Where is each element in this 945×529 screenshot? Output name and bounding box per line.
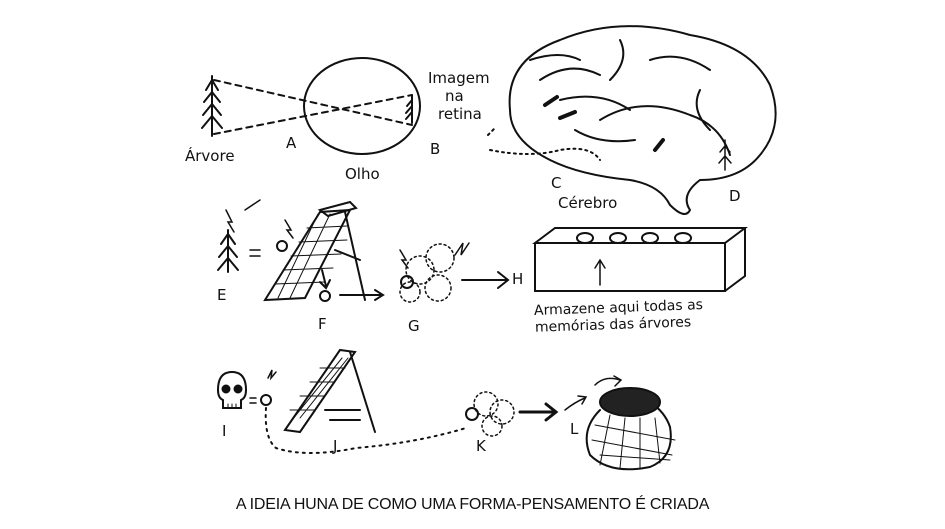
thought-seed-g: [400, 275, 414, 289]
cloud-g-sketch: [399, 243, 455, 303]
label-e: E: [217, 286, 227, 304]
label-b: B: [430, 140, 441, 158]
label-g: G: [408, 317, 420, 335]
spark-g: [399, 242, 470, 269]
cloud-k-sketch: [473, 391, 515, 437]
skull-i-sketch: [216, 370, 248, 409]
arrow-g-to-h: [461, 271, 510, 289]
dotted-path-i-to-k: [264, 407, 467, 454]
tree-e-sketch: [217, 199, 261, 273]
label-olho: Olho: [345, 165, 380, 183]
label-k: K: [476, 437, 486, 455]
label-a: A: [286, 134, 297, 152]
memory-box-h: [532, 227, 748, 292]
label-j: J: [333, 437, 338, 455]
basket-l-sketch: [585, 387, 676, 471]
label-c: C: [551, 174, 562, 192]
arrow-k-to-l: [518, 402, 559, 422]
spark-i: [267, 369, 277, 381]
retina-tree-icon: [405, 94, 413, 124]
label-imagem-line1: Imagem: [428, 69, 490, 87]
thought-seed-i: [260, 394, 272, 406]
optic-nerve-path: [487, 128, 601, 161]
tree-sketch: [201, 75, 223, 137]
label-d: D: [729, 187, 741, 205]
eye-sketch: [303, 57, 421, 155]
label-imagem-line2: na: [445, 87, 464, 105]
brain-sketch: [508, 25, 777, 215]
arrow-top-basket: [594, 375, 623, 387]
screen-j-sketch: [283, 348, 376, 434]
label-i: I: [222, 422, 227, 440]
screen-f-sketch: [249, 200, 385, 302]
label-imagem-line3: retina: [438, 105, 482, 123]
arrow-into-basket: [564, 395, 588, 411]
figure-caption: A IDEIA HUNA DE COMO UMA FORMA-PENSAMENT…: [235, 496, 710, 513]
label-h: H: [512, 270, 524, 288]
label-l: L: [570, 420, 579, 438]
label-f: F: [318, 315, 327, 333]
equals-sign: [249, 397, 257, 404]
light-rays: [213, 79, 413, 135]
thought-seed-k: [465, 407, 479, 421]
label-arvore: Árvore: [185, 147, 235, 165]
label-cerebro: Cérebro: [558, 194, 618, 212]
